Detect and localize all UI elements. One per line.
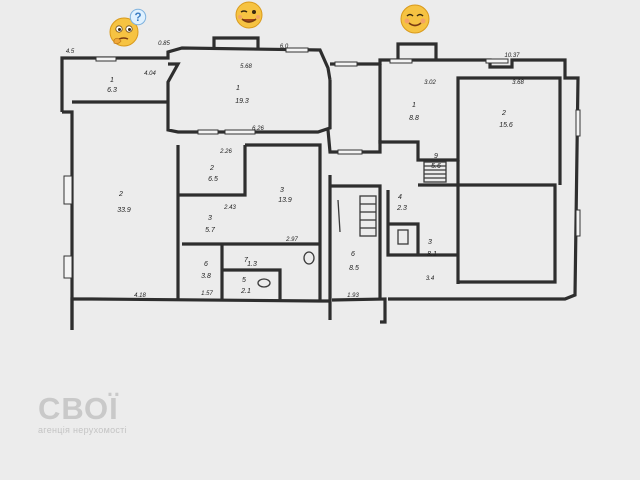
- dimension-label: 2.43: [223, 205, 236, 211]
- room-number: 7: [244, 257, 249, 264]
- room-number: 3: [428, 239, 432, 246]
- dimension-label: 4.04: [144, 71, 156, 77]
- room-number: 6: [351, 251, 355, 258]
- room-area: 33.9: [117, 207, 131, 214]
- room-area: 15.6: [499, 122, 513, 129]
- dimension-label: 2.97: [285, 237, 298, 243]
- dimension-label: 6.0: [280, 44, 289, 50]
- room-number: 5: [242, 277, 246, 284]
- room-number: 9: [434, 153, 438, 160]
- watermark-brand: СВОЇ: [38, 391, 119, 426]
- room-number: 1: [110, 77, 114, 84]
- room-number: 2: [118, 191, 123, 198]
- thinking-face-icon: ?: [107, 8, 147, 48]
- dimension-label: 5.68: [240, 64, 252, 70]
- room-area: 6.3: [107, 87, 117, 94]
- room-area: 8.8: [409, 115, 419, 122]
- room-area: 2.1: [240, 288, 251, 295]
- room-number: 1: [412, 102, 416, 109]
- dimension-labels: 4.04 4.5 0.85 5.68 6.0 6.26 3.02 3.68 10…: [66, 41, 525, 299]
- smiling-face-icon: [398, 2, 432, 36]
- question-badge-icon: ?: [129, 8, 147, 26]
- dimension-label: 3.02: [424, 80, 436, 86]
- dimension-label: 3.68: [512, 80, 524, 86]
- dimension-label: 1.93: [347, 293, 359, 299]
- fixtures: [257, 161, 447, 288]
- room-number: 6: [204, 261, 208, 268]
- svg-text:?: ?: [134, 12, 141, 24]
- room-number: 2: [501, 110, 506, 117]
- room-area: 3.8: [201, 273, 211, 280]
- inner-walls: [72, 62, 562, 300]
- dimension-label: 10.37: [504, 53, 520, 59]
- room-area: 19.3: [235, 98, 249, 105]
- room-area: 8.5: [349, 265, 359, 272]
- room-area: 6.5: [208, 176, 218, 183]
- dimension-label: 6.26: [252, 126, 264, 132]
- room-number: 4: [398, 194, 402, 201]
- room-number: 1: [236, 85, 240, 92]
- dimension-label: 4.5: [66, 49, 75, 55]
- room-area: 8.1: [427, 251, 437, 258]
- windows: [63, 47, 581, 279]
- room-area: 1.3: [247, 261, 257, 268]
- room-number: 3: [208, 215, 212, 222]
- winking-face-icon: [232, 0, 266, 34]
- room-area: 2.3: [396, 205, 407, 212]
- dimension-label: 3.4: [426, 276, 435, 282]
- room-area: 13.9: [278, 197, 292, 204]
- dimension-label: 0.85: [158, 41, 170, 47]
- room-area: 5.7: [205, 227, 216, 234]
- room-number: 2: [209, 165, 214, 172]
- dimension-label: 1.57: [201, 291, 213, 297]
- dimension-label: 2.26: [219, 149, 232, 155]
- room-number: 3: [280, 187, 284, 194]
- dimension-label: 4.18: [134, 293, 146, 299]
- room-area: 5.6: [431, 163, 441, 170]
- watermark-logo: СВОЇ агенція нерухомості: [38, 391, 178, 436]
- watermark-tagline: агенція нерухомості: [38, 425, 127, 435]
- room-labels: 1 6.3 2 33.9 1 19.3 2 6.5 3 5.7 3 13.9 6…: [107, 77, 513, 295]
